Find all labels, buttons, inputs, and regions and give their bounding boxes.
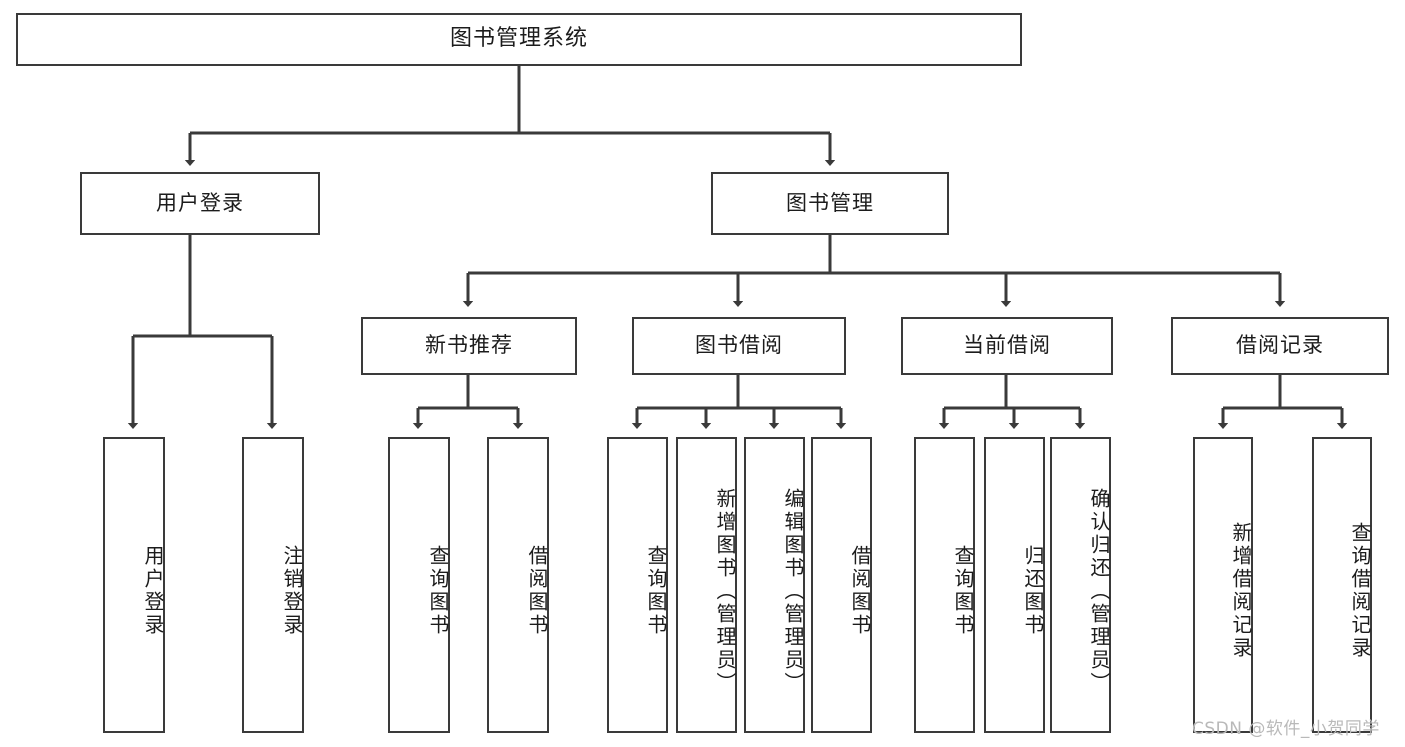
- node-leaf-add-borrow-record[interactable]: 新增借阅记录: [1193, 437, 1253, 733]
- node-current-borrow[interactable]: 当前借阅: [901, 317, 1113, 375]
- node-leaf-add-book[interactable]: 新增图书（管理员）: [676, 437, 737, 733]
- node-borrow-record[interactable]: 借阅记录: [1171, 317, 1389, 375]
- node-leaf-user-login[interactable]: 用户登录: [103, 437, 165, 733]
- node-new-book-recommend[interactable]: 新书推荐: [361, 317, 577, 375]
- node-leaf-return-book[interactable]: 归还图书: [984, 437, 1045, 733]
- node-user-login[interactable]: 用户登录: [80, 172, 320, 235]
- node-book-management[interactable]: 图书管理: [711, 172, 949, 235]
- node-leaf-query-book-borrow[interactable]: 查询图书: [607, 437, 668, 733]
- node-leaf-query-book-current[interactable]: 查询图书: [914, 437, 975, 733]
- node-leaf-query-book-recommend[interactable]: 查询图书: [388, 437, 450, 733]
- node-leaf-confirm-return[interactable]: 确认归还（管理员）: [1050, 437, 1111, 733]
- node-leaf-borrow-book[interactable]: 借阅图书: [811, 437, 872, 733]
- node-leaf-logout-login[interactable]: 注销登录: [242, 437, 304, 733]
- node-leaf-edit-book[interactable]: 编辑图书（管理员）: [744, 437, 805, 733]
- node-leaf-borrow-book-recommend[interactable]: 借阅图书: [487, 437, 549, 733]
- node-book-borrow[interactable]: 图书借阅: [632, 317, 846, 375]
- node-leaf-query-borrow-record[interactable]: 查询借阅记录: [1312, 437, 1372, 733]
- node-root-book-management-system[interactable]: 图书管理系统: [16, 13, 1022, 66]
